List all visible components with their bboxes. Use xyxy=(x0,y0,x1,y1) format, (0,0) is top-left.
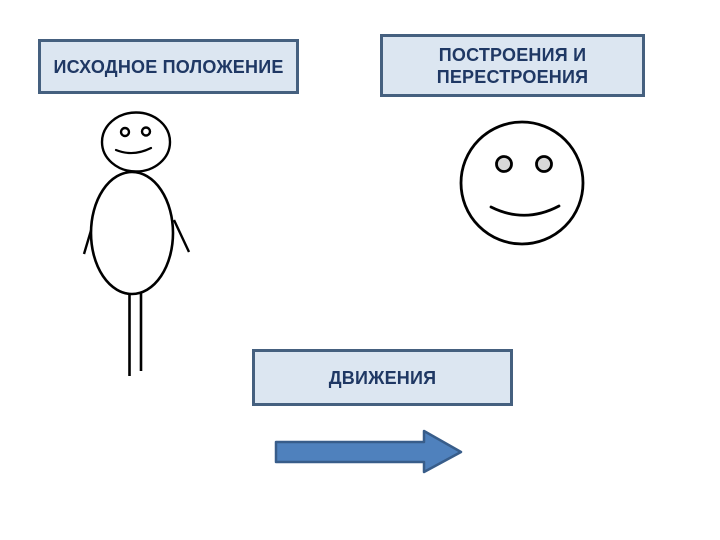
box-initial-position: ИСХОДНОЕ ПОЛОЖЕНИЕ xyxy=(38,39,299,94)
box-formations-label-line2: ПЕРЕСТРОЕНИЯ xyxy=(436,66,589,87)
box-initial-position-label: ИСХОДНОЕ ПОЛОЖЕНИЕ xyxy=(53,56,284,77)
right-arrow-icon xyxy=(274,429,463,474)
smiley-face-icon xyxy=(459,120,585,246)
stick-figure-icon xyxy=(82,111,191,376)
box-movements: ДВИЖЕНИЯ xyxy=(252,349,513,406)
box-formations: ПОСТРОЕНИЯ И ПЕРЕСТРОЕНИЯ xyxy=(380,34,645,97)
box-formations-label-line1: ПОСТРОЕНИЯ И xyxy=(438,44,587,65)
box-movements-label: ДВИЖЕНИЯ xyxy=(328,367,437,388)
